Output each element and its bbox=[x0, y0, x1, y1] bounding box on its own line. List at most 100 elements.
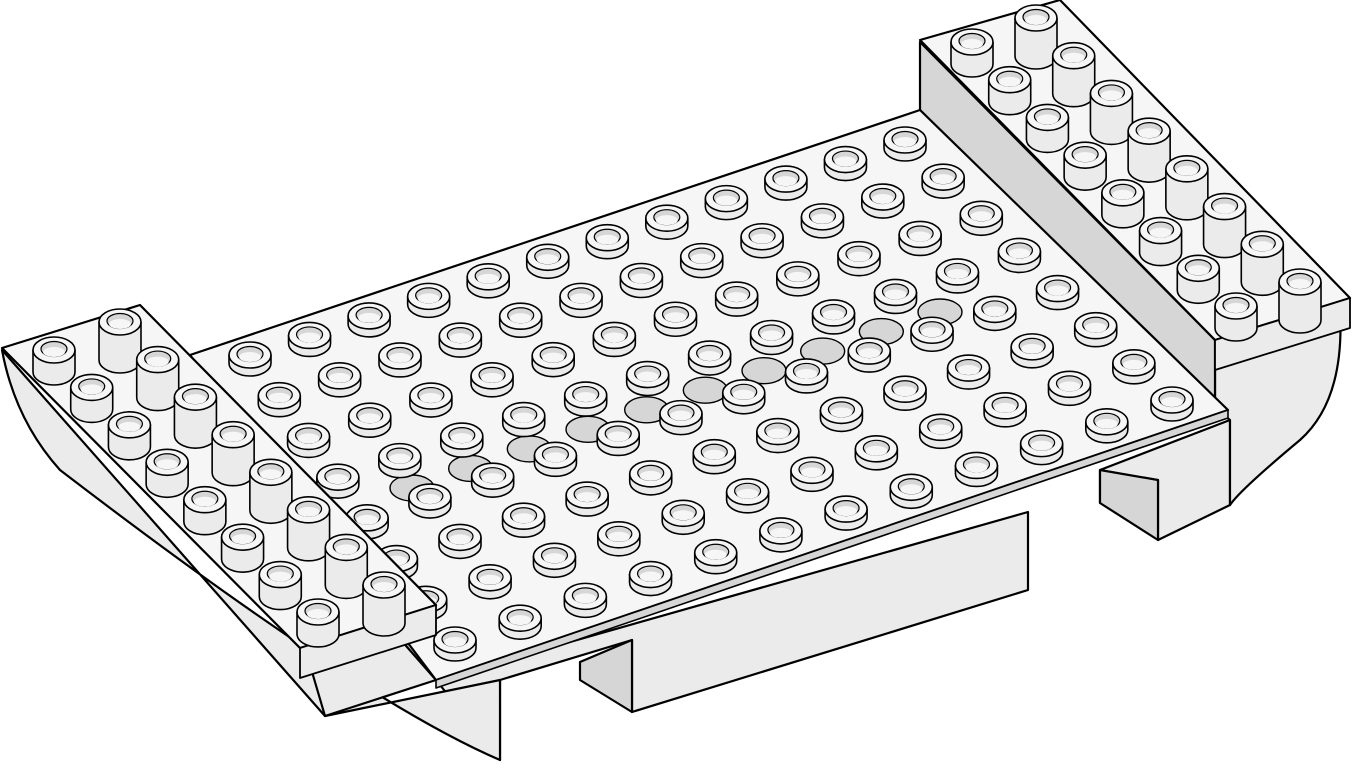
deck-stud bbox=[725, 478, 770, 514]
rail-stud bbox=[1014, 4, 1058, 70]
deck-stud bbox=[1150, 386, 1194, 422]
deck-stud bbox=[438, 523, 482, 560]
stud-hole-floor bbox=[479, 574, 502, 585]
stud-hole-floor bbox=[822, 309, 845, 320]
rail-stud bbox=[211, 420, 255, 487]
left-stud-rail bbox=[0, 303, 438, 679]
stud-hole-floor bbox=[509, 313, 532, 324]
deck-stud bbox=[592, 321, 637, 358]
stud-hole-floor bbox=[193, 496, 216, 507]
deck-stud bbox=[790, 456, 834, 493]
stud-hole-floor bbox=[156, 459, 179, 470]
stud-hole-floor bbox=[1213, 203, 1236, 214]
stud-hole-floor bbox=[835, 506, 858, 517]
deck-stud bbox=[378, 342, 422, 378]
stud-hole-floor bbox=[231, 534, 254, 545]
deck-stud bbox=[819, 396, 864, 433]
rail-stud bbox=[183, 485, 227, 536]
stud-hole-floor bbox=[732, 389, 755, 400]
stud-hole-floor bbox=[630, 273, 653, 284]
deck-stud bbox=[533, 441, 578, 478]
stud-hole-floor bbox=[1161, 397, 1183, 407]
deck-stud bbox=[532, 542, 577, 579]
stud-hole-floor bbox=[542, 352, 565, 363]
stud-hole-floor bbox=[1095, 418, 1118, 429]
stud-hole-floor bbox=[388, 453, 411, 464]
stud-hole-floor bbox=[970, 211, 993, 222]
stud-hole-floor bbox=[1084, 322, 1107, 333]
stud-hole-floor bbox=[1058, 381, 1081, 392]
stud-hole-floor bbox=[1289, 279, 1311, 289]
stud-hole-floor bbox=[450, 433, 473, 444]
deck-stud bbox=[597, 521, 641, 557]
deck-stud bbox=[811, 299, 856, 335]
deck-stud bbox=[873, 278, 918, 315]
stud-hole-floor bbox=[297, 506, 320, 517]
deck-stud bbox=[740, 222, 784, 259]
deck-stud bbox=[596, 420, 641, 457]
deck-stud bbox=[317, 362, 362, 398]
rail-stud bbox=[135, 345, 180, 412]
stud-hole-floor bbox=[1030, 440, 1053, 451]
deck-stud bbox=[347, 302, 391, 338]
stud-hole-floor bbox=[444, 637, 466, 647]
stud-hole-floor bbox=[921, 327, 944, 338]
rail-stud bbox=[258, 560, 303, 611]
deck-stud bbox=[704, 184, 749, 221]
stud-hole-floor bbox=[786, 271, 809, 282]
deck-stud bbox=[1019, 429, 1064, 466]
deck-stud bbox=[563, 381, 608, 417]
stud-hole-floor bbox=[946, 268, 969, 279]
rail-stud bbox=[173, 383, 218, 449]
deck-stud bbox=[1112, 349, 1156, 385]
stud-hole-floor bbox=[80, 384, 103, 395]
deck-stud bbox=[466, 263, 510, 299]
rail-stud bbox=[1202, 192, 1247, 259]
deck-stud bbox=[1035, 274, 1080, 311]
deck-stud bbox=[347, 402, 392, 439]
deck-stud bbox=[645, 204, 689, 240]
stud-hole-floor bbox=[570, 293, 593, 304]
stud-hole-floor bbox=[655, 215, 678, 226]
stud-hole-floor bbox=[884, 289, 907, 300]
stud-hole-floor bbox=[43, 347, 65, 357]
rail-stud bbox=[69, 373, 114, 424]
deck-stud bbox=[883, 126, 927, 162]
stud-hole-floor bbox=[636, 371, 659, 382]
deck-stud bbox=[619, 262, 664, 299]
deck-stud bbox=[661, 499, 706, 536]
stud-hole-floor bbox=[1111, 189, 1134, 200]
stud-hole-floor bbox=[957, 365, 980, 376]
stud-hole-floor bbox=[574, 392, 597, 403]
rail-stud bbox=[145, 448, 189, 499]
stud-hole-floor bbox=[512, 412, 535, 423]
deck-stud bbox=[687, 340, 732, 376]
rail-stud bbox=[1138, 216, 1183, 267]
stud-hole-floor bbox=[664, 312, 687, 323]
deck-stud bbox=[286, 422, 331, 459]
stud-hole-floor bbox=[983, 306, 1006, 317]
deck-stud bbox=[714, 281, 759, 317]
stud-hole-floor bbox=[811, 213, 834, 224]
deck-stud bbox=[898, 220, 942, 257]
deck-stud bbox=[959, 200, 1004, 237]
stud-hole-floor bbox=[690, 253, 713, 264]
stud-hole-floor bbox=[1122, 359, 1145, 370]
stud-hole-floor bbox=[449, 333, 472, 344]
rail-stud bbox=[249, 458, 293, 525]
stud-hole-floor bbox=[477, 273, 500, 284]
stud-hole-floor bbox=[1008, 248, 1031, 259]
stud-hole-floor bbox=[239, 352, 261, 362]
stud-hole-floor bbox=[834, 156, 857, 167]
deck-stud bbox=[854, 435, 899, 471]
stud-hole-floor bbox=[298, 332, 321, 343]
deck-stud bbox=[1047, 370, 1092, 407]
deck-stud bbox=[659, 399, 703, 436]
stud-hole-floor bbox=[998, 76, 1021, 87]
middle-keel-shadow bbox=[578, 638, 634, 714]
stud-hole-floor bbox=[536, 254, 559, 265]
deck-stud bbox=[910, 316, 954, 353]
deck-stud bbox=[628, 560, 673, 597]
deck-stud bbox=[559, 282, 603, 319]
